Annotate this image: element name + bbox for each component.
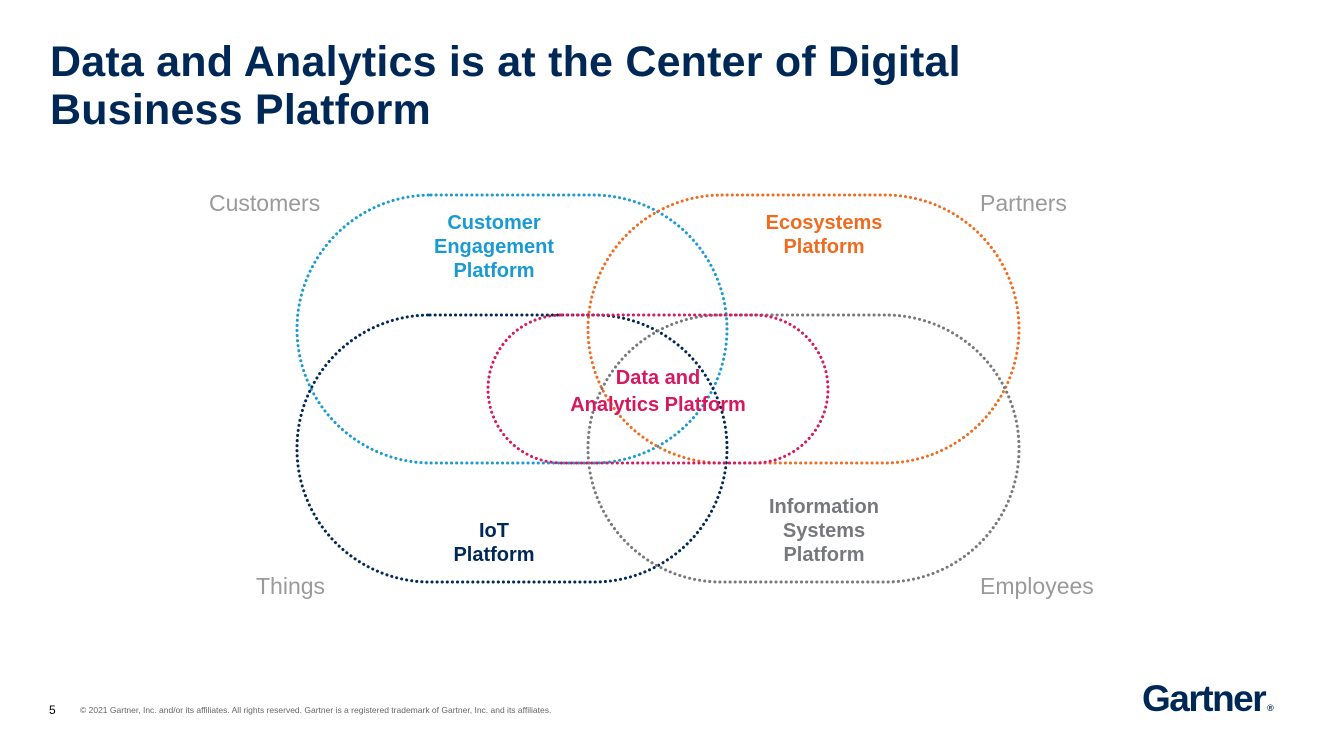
customer-engagement-loop [295, 193, 729, 465]
information-platform-line-2: Systems [782, 520, 866, 542]
data-platform-line-2: Analytics Platform [570, 394, 746, 416]
iot-platform-line-1: IoT [479, 520, 509, 542]
copyright-notice: © 2021 Gartner, Inc. and/or its affiliat… [80, 705, 552, 715]
iot-platform-line-2: Platform [453, 544, 535, 566]
data-analytics-platform-label: Data and Analytics Platform [538, 365, 778, 419]
customer-platform-line-2: Engagement [433, 236, 555, 258]
customers-label: Customers [209, 190, 321, 216]
data-analytics-loop [486, 313, 830, 465]
information-platform-line-1: Information [769, 496, 879, 518]
employees-label: Employees [980, 573, 1094, 599]
logo-wordmark: Gartner [1142, 678, 1267, 719]
customer-platform-line-1: Customer [447, 212, 541, 234]
page-title: Data and Analytics is at the Center of D… [50, 38, 1250, 134]
data-platform-line-1: Data and [615, 367, 701, 389]
information-systems-platform-label: Information Systems Platform [734, 495, 914, 567]
iot-platform-label: IoT Platform [404, 519, 584, 567]
registered-mark: ® [1267, 703, 1274, 713]
title-line-1: Data and Analytics is at the Center of D… [50, 38, 961, 86]
partners-label: Partners [980, 190, 1067, 216]
things-label: Things [256, 573, 326, 599]
ecosystems-platform-line-2: Platform [783, 236, 865, 258]
page-number: 5 [49, 703, 56, 717]
gartner-logo: Gartner® [1142, 678, 1274, 720]
ecosystems-platform-label: Ecosystems Platform [734, 211, 914, 259]
customer-platform-line-3: Platform [453, 260, 535, 282]
ecosystems-loop [586, 193, 1021, 465]
iot-loop [295, 313, 729, 584]
customer-engagement-platform-label: Customer Engagement Platform [404, 211, 584, 283]
information-systems-loop [586, 313, 1021, 584]
title-line-2: Business Platform [50, 86, 431, 134]
information-platform-line-3: Platform [783, 544, 865, 566]
ecosystems-platform-line-1: Ecosystems [765, 212, 883, 234]
